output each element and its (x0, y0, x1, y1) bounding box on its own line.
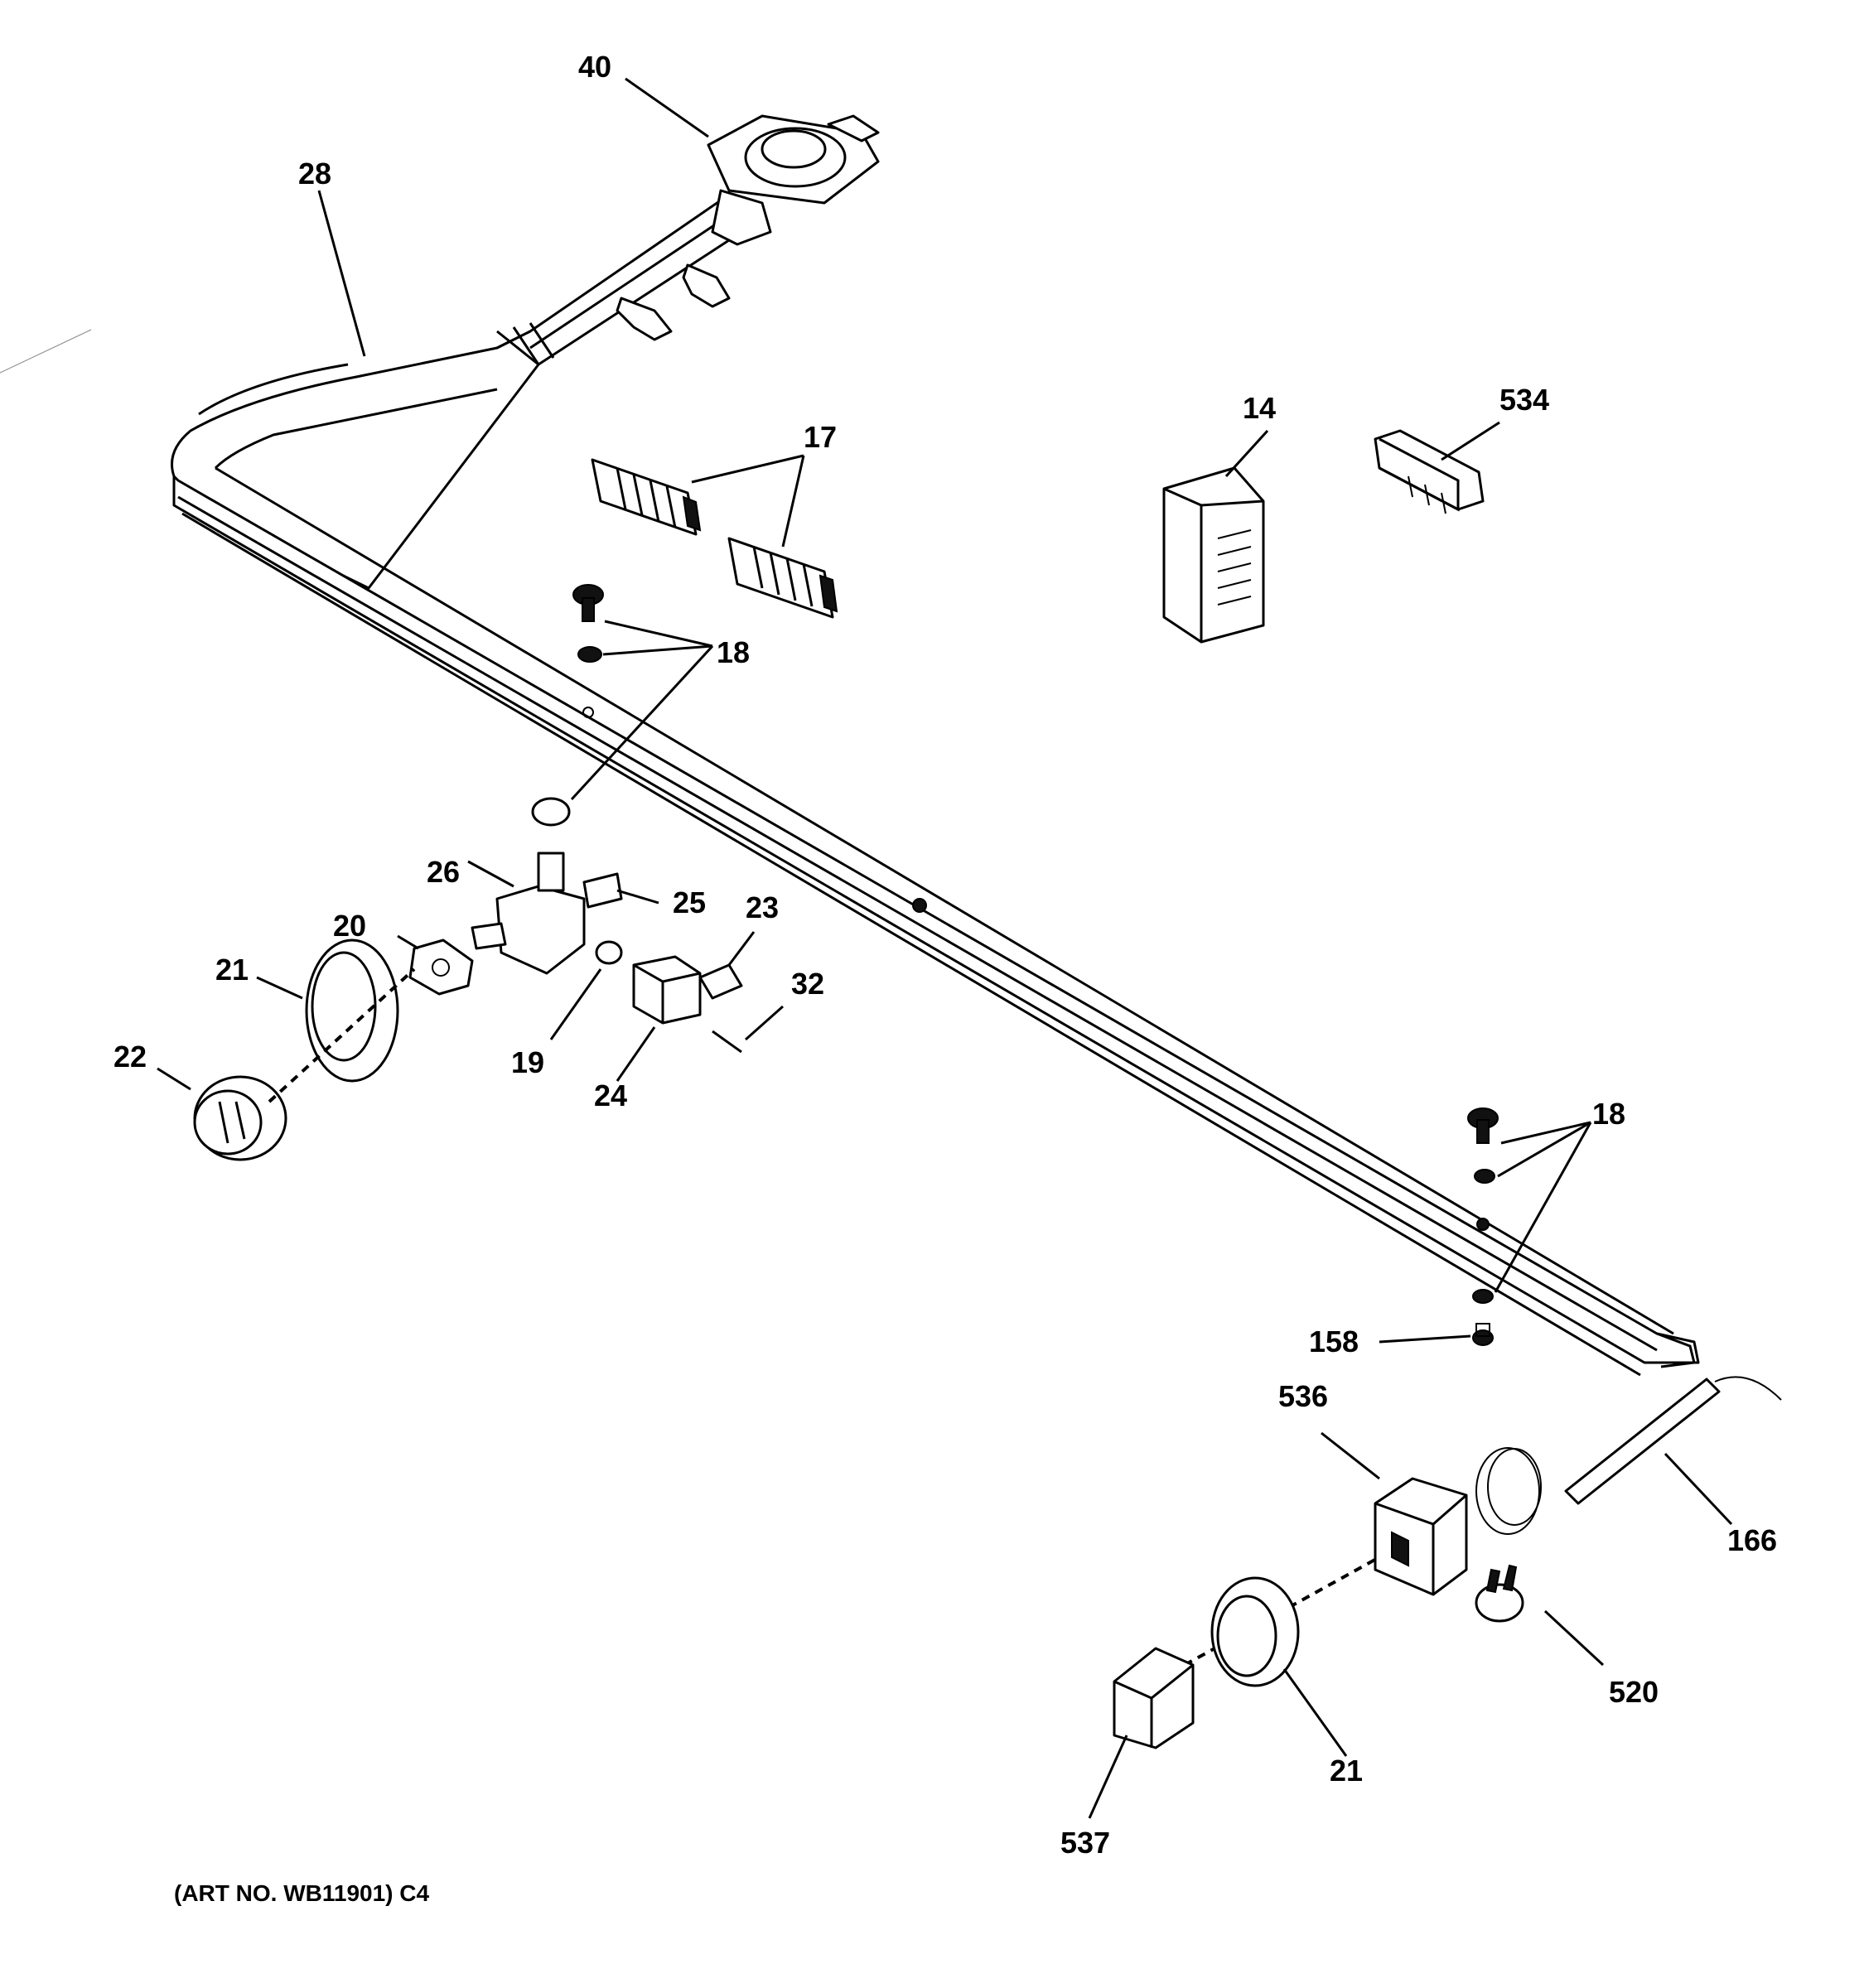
valve-bracket (408, 939, 474, 996)
washer-lower-1 (1474, 1169, 1495, 1184)
callout-28: 28 (298, 157, 331, 191)
screw-158 (1472, 1323, 1494, 1346)
callout-14: 14 (1243, 391, 1276, 425)
callout-536: 536 (1278, 1379, 1328, 1413)
callout-23: 23 (746, 890, 779, 924)
art-number: (ART NO. WB11901) C4 (174, 1880, 429, 1906)
bezel-left (305, 939, 399, 1083)
rotary-switch (1475, 1564, 1524, 1623)
axis-line-left (268, 967, 416, 1103)
callout-534: 534 (1499, 383, 1549, 417)
callout-166: 166 (1727, 1523, 1777, 1557)
washer-lower-2 (1472, 1289, 1494, 1304)
callout-22: 22 (113, 1040, 147, 1074)
knob-left (193, 1075, 287, 1161)
terminal-block-upper (591, 458, 702, 536)
ignition-switch (632, 955, 743, 1025)
sensing-bulb (1564, 1376, 1782, 1505)
callout-25: 25 (673, 885, 706, 919)
bezel-right (1210, 1576, 1300, 1687)
callout-520: 520 (1609, 1675, 1659, 1709)
callout-537: 537 (1060, 1826, 1110, 1860)
screw-32 (712, 1030, 742, 1054)
callout-26: 26 (427, 855, 460, 889)
leader-lines (157, 77, 1733, 1819)
callout-18-lower: 18 (1592, 1097, 1625, 1131)
thermostat (1374, 1477, 1468, 1596)
callout-40: 40 (578, 50, 611, 84)
callout-18-upper: 18 (717, 635, 750, 669)
callout-32: 32 (791, 967, 824, 1001)
manifold-pipe (171, 193, 1700, 1377)
callout-labels: 40 28 17 14 534 18 26 25 20 23 21 32 22 … (113, 50, 1777, 1860)
burner-assembly (616, 114, 880, 341)
o-ring (595, 940, 623, 965)
screw-lower (1467, 1107, 1499, 1144)
washer-upper (577, 646, 602, 663)
terminal-block-lower (727, 537, 838, 619)
callout-158: 158 (1309, 1325, 1359, 1358)
gas-valve (471, 852, 623, 975)
callout-21-right: 21 (1330, 1754, 1363, 1788)
spark-module (1162, 466, 1265, 644)
callout-19: 19 (511, 1045, 544, 1079)
callout-21-left: 21 (215, 953, 249, 987)
scan-artifact (0, 329, 92, 374)
terminal-strip (1374, 429, 1485, 514)
callout-17: 17 (804, 420, 837, 454)
callout-24: 24 (594, 1078, 627, 1112)
callout-20: 20 (333, 909, 366, 943)
capillary-coil (1475, 1447, 1542, 1535)
screw-upper (572, 584, 604, 622)
grommet (531, 797, 571, 827)
knob-right (1113, 1647, 1195, 1749)
